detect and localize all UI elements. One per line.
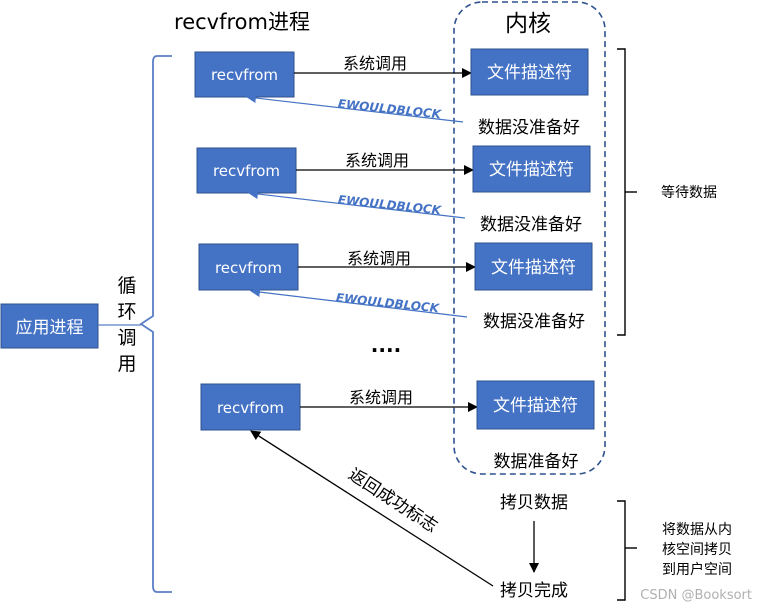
recvfrom-label-1: recvfrom xyxy=(211,66,278,84)
app-process-label: 应用进程 xyxy=(16,318,84,338)
wait-data-label: 等待数据 xyxy=(661,184,717,201)
ewouldblock-label-1: EWOULDBLOCK xyxy=(337,97,443,122)
kernel-label: 内核 xyxy=(505,11,551,37)
ewouldblock-label-2: EWOULDBLOCK xyxy=(337,193,443,218)
fd-box-1 xyxy=(470,48,589,96)
status-label-final: 数据准备好 xyxy=(494,452,579,472)
wait-data-bracket xyxy=(617,48,626,336)
recvfrom-label-final: recvfrom xyxy=(217,399,284,417)
loop-brace xyxy=(139,55,172,593)
kernel-region xyxy=(453,1,606,475)
fd-label-3: 文件描述符 xyxy=(491,258,576,278)
recvfrom-label-3: recvfrom xyxy=(215,259,282,277)
watermark: CSDN @Booksort xyxy=(640,588,752,603)
loop-char-4: 用 xyxy=(117,353,136,375)
syscall-label-3: 系统调用 xyxy=(347,249,411,268)
diagram-title: recvfrom进程 xyxy=(174,10,310,34)
fd-box-2 xyxy=(472,145,591,193)
status-label-1: 数据没准备好 xyxy=(478,118,580,138)
status-label-2: 数据没准备好 xyxy=(480,215,582,235)
syscall-label-final: 系统调用 xyxy=(349,388,413,407)
ewouldblock-arrow-3 xyxy=(250,287,468,318)
copy-note-line-1: 将数据从内 xyxy=(662,522,732,538)
loop-char-2: 环 xyxy=(117,301,136,323)
status-label-3: 数据没准备好 xyxy=(483,312,585,332)
fd-label-2: 文件描述符 xyxy=(489,160,574,180)
fd-box-final xyxy=(476,380,595,430)
recvfrom-box-2 xyxy=(196,147,297,194)
return-success-arrow xyxy=(250,430,494,587)
fd-box-3 xyxy=(474,242,593,291)
copy-note-line-2: 核空间拷贝 xyxy=(662,542,732,558)
recvfrom-box-final xyxy=(200,383,301,431)
ewouldblock-arrow-2 xyxy=(248,189,466,219)
syscall-label-2: 系统调用 xyxy=(345,151,409,170)
loop-char-1: 循 xyxy=(117,275,136,297)
copy-data-label: 拷贝数据 xyxy=(500,493,568,513)
app-process-box xyxy=(0,303,99,349)
fd-label-final: 文件描述符 xyxy=(493,396,578,416)
syscall-label-1: 系统调用 xyxy=(343,54,407,73)
copy-bracket xyxy=(617,500,626,601)
fd-label-1: 文件描述符 xyxy=(487,63,572,83)
ellipsis: .... xyxy=(371,333,401,357)
ewouldblock-label-3: EWOULDBLOCK xyxy=(335,291,441,316)
copy-note-line-3: 到用户空间 xyxy=(662,561,732,578)
ewouldblock-arrow-1 xyxy=(246,93,464,123)
recvfrom-box-1 xyxy=(194,51,295,98)
copy-done-label: 拷贝完成 xyxy=(500,581,568,601)
recvfrom-label-2: recvfrom xyxy=(213,162,280,180)
loop-char-3: 调 xyxy=(117,327,136,349)
